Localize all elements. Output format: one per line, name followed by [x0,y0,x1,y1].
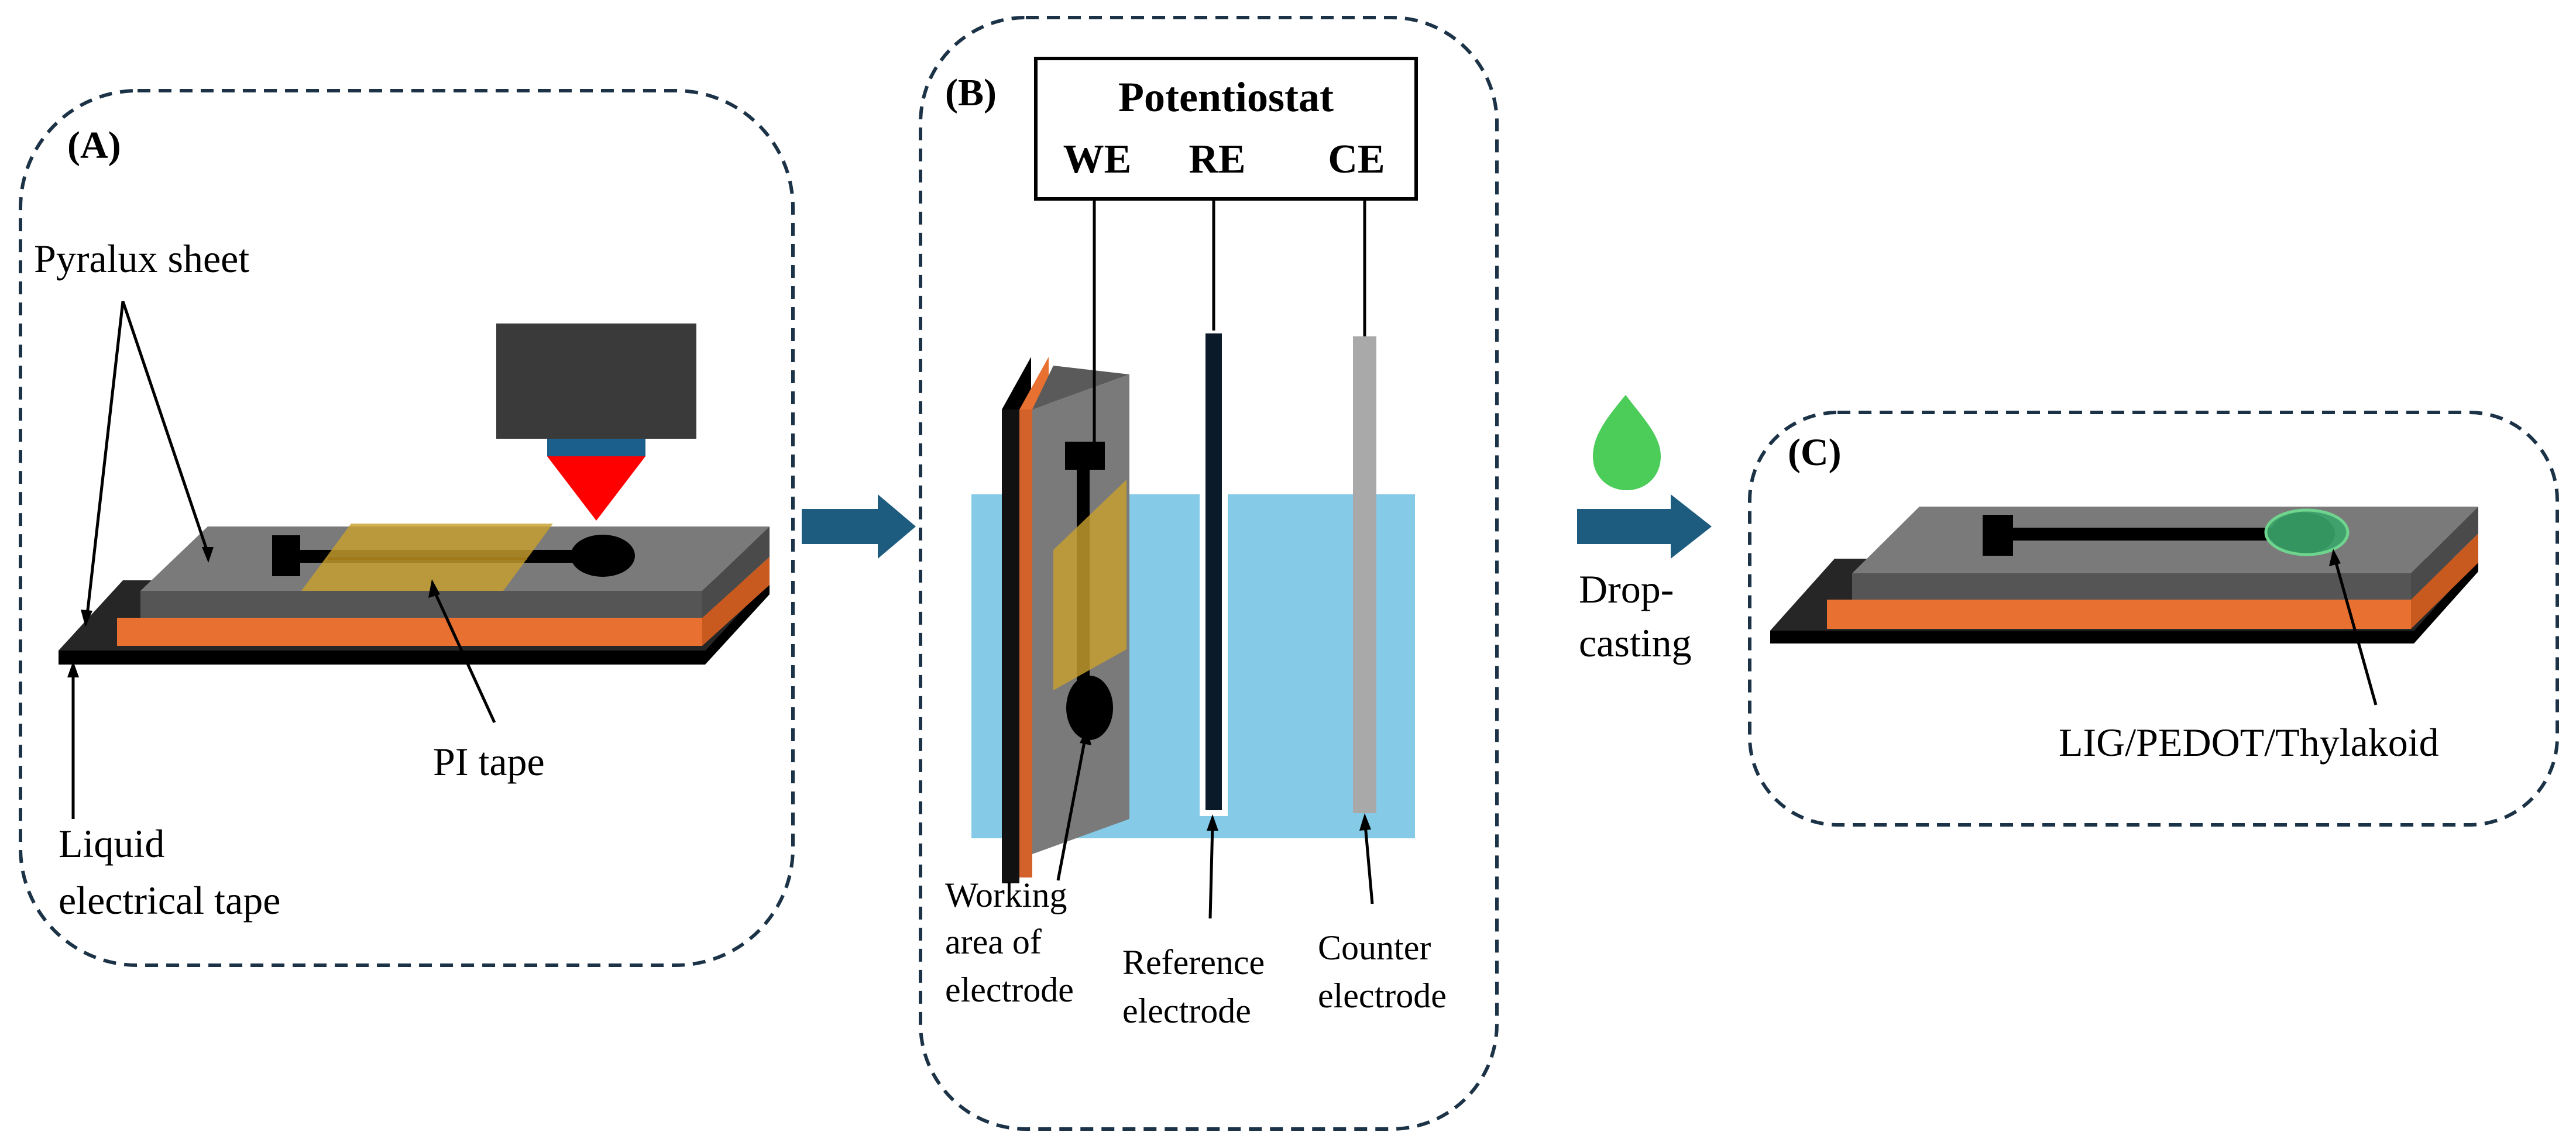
arrow-a-to-b [802,494,916,559]
pyralux-front [140,591,702,618]
pyralux-sheet-label: Pyralux sheet [34,236,249,281]
working-area-arrowhead [1080,728,1091,745]
we-board-gray-edge [1032,366,1129,409]
reference-label-line2: electrode [1122,992,1251,1030]
panel-b-label: (B) [945,71,997,114]
dropcast-label-line2: casting [1579,621,1692,665]
liquid-tape-front [59,651,705,665]
panel-a: (A) [19,89,795,967]
c-copper-front [1827,600,2411,629]
liquid-tape-side [705,580,770,665]
c-contact-pad [1983,515,2013,556]
c-liquid-tape-front [1770,631,2414,643]
panel-c: (C) LIG/PEDOT/Thylakoid [1748,411,2559,827]
panel-a-label: (A) [67,124,121,167]
green-droplet-icon [1593,395,1661,490]
dropcast-label-line1: Drop- [1579,567,1674,611]
we-board-black-face [1002,409,1019,883]
panel-a-border [19,89,795,967]
coating-leader [2333,558,2378,706]
counter-label-line1: Counter [1318,928,1431,967]
c-track [2010,528,2285,541]
reference-electrode [1205,333,1222,810]
terminal-ce-label: CE [1328,137,1385,182]
counter-leader [1363,824,1374,904]
pyralux-leader-2 [85,301,125,621]
liquid-tape-label-line1: Liquid [59,821,164,866]
pi-tape-arrowhead [428,579,440,598]
c-liquid-tape-side [2414,559,2478,643]
pi-tape [301,524,553,591]
pyralux-side [702,526,770,618]
laser-beam [547,456,645,521]
finished-electrode [1770,507,2478,643]
potentiostat-title: Potentiostat [1118,74,1334,121]
panel-b-border [919,16,1499,1131]
pyralux-board-a [59,524,770,665]
c-copper-side [2411,534,2478,629]
c-pyralux-front [1852,573,2411,600]
counter-arrowhead [1359,813,1371,831]
we-contact-pad [1065,442,1105,470]
working-label-line1: Working [945,876,1067,914]
pi-tape-leader [432,590,496,724]
we-board-orange-face [1019,409,1032,877]
pyralux-arrowhead-1 [202,547,214,563]
working-electrode-board [1002,357,1129,883]
panel-c-border [1748,411,2559,827]
panel-c-label: (C) [1788,431,1842,474]
arrow-b-to-c [1577,494,1712,559]
coating-label: LIG/PEDOT/Thylakoid [2059,720,2439,765]
potentiostat-box [1034,57,1418,201]
working-label-line3: electrode [945,971,1074,1009]
pi-tape-label: PI tape [433,739,545,784]
dropcasting-step: Drop- casting [1577,395,1712,665]
reference-label-line1: Reference [1122,943,1265,982]
we-pi-tape [1053,480,1126,690]
working-label-line2: area of [945,923,1042,961]
working-area-leader [1056,735,1087,881]
coating-arrowhead [2329,549,2341,566]
pyralux-leader-1 [121,301,209,553]
panel-b: (B) Potentiostat WE RE CE [919,16,1499,1131]
pyralux-arrowhead-2 [81,610,92,627]
we-working-area [1066,676,1113,740]
laser-head [496,324,696,439]
reference-leader [1208,824,1214,919]
electrode-working-disk [571,535,635,577]
liquid-tape-arrowhead [67,661,79,677]
reference-arrowhead [1207,814,1218,831]
laser-nozzle [547,439,645,456]
terminal-we-label: WE [1063,137,1132,182]
copper-layer-side [702,557,770,646]
c-pyralux-side [2411,507,2478,600]
liquid-tape-label-line2: electrical tape [59,878,280,923]
copper-layer-front [117,618,702,646]
counter-label-line2: electrode [1318,976,1447,1015]
thylakoid-coating [2264,508,2350,556]
counter-electrode [1353,336,1376,813]
terminal-re-label: RE [1189,137,1245,182]
